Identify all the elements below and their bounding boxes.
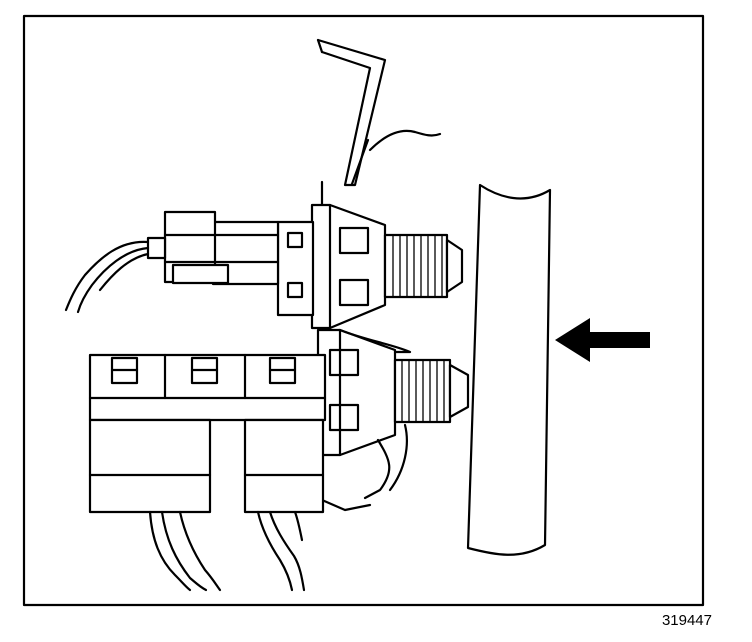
lower-wires: [148, 510, 306, 592]
brake-pedal-arm: [466, 183, 552, 556]
upper-wires: [64, 240, 150, 314]
arrow-left-icon: [555, 318, 650, 362]
figure-id-label: 319447: [661, 612, 712, 629]
lower-switch-threads: [401, 360, 445, 422]
upper-switch: [310, 203, 464, 330]
upper-switch-threads: [392, 235, 443, 297]
upper-connector: [146, 210, 315, 317]
figure-frame: [22, 14, 705, 607]
lower-switch: [316, 328, 470, 500]
lower-connector-block: [88, 353, 327, 514]
